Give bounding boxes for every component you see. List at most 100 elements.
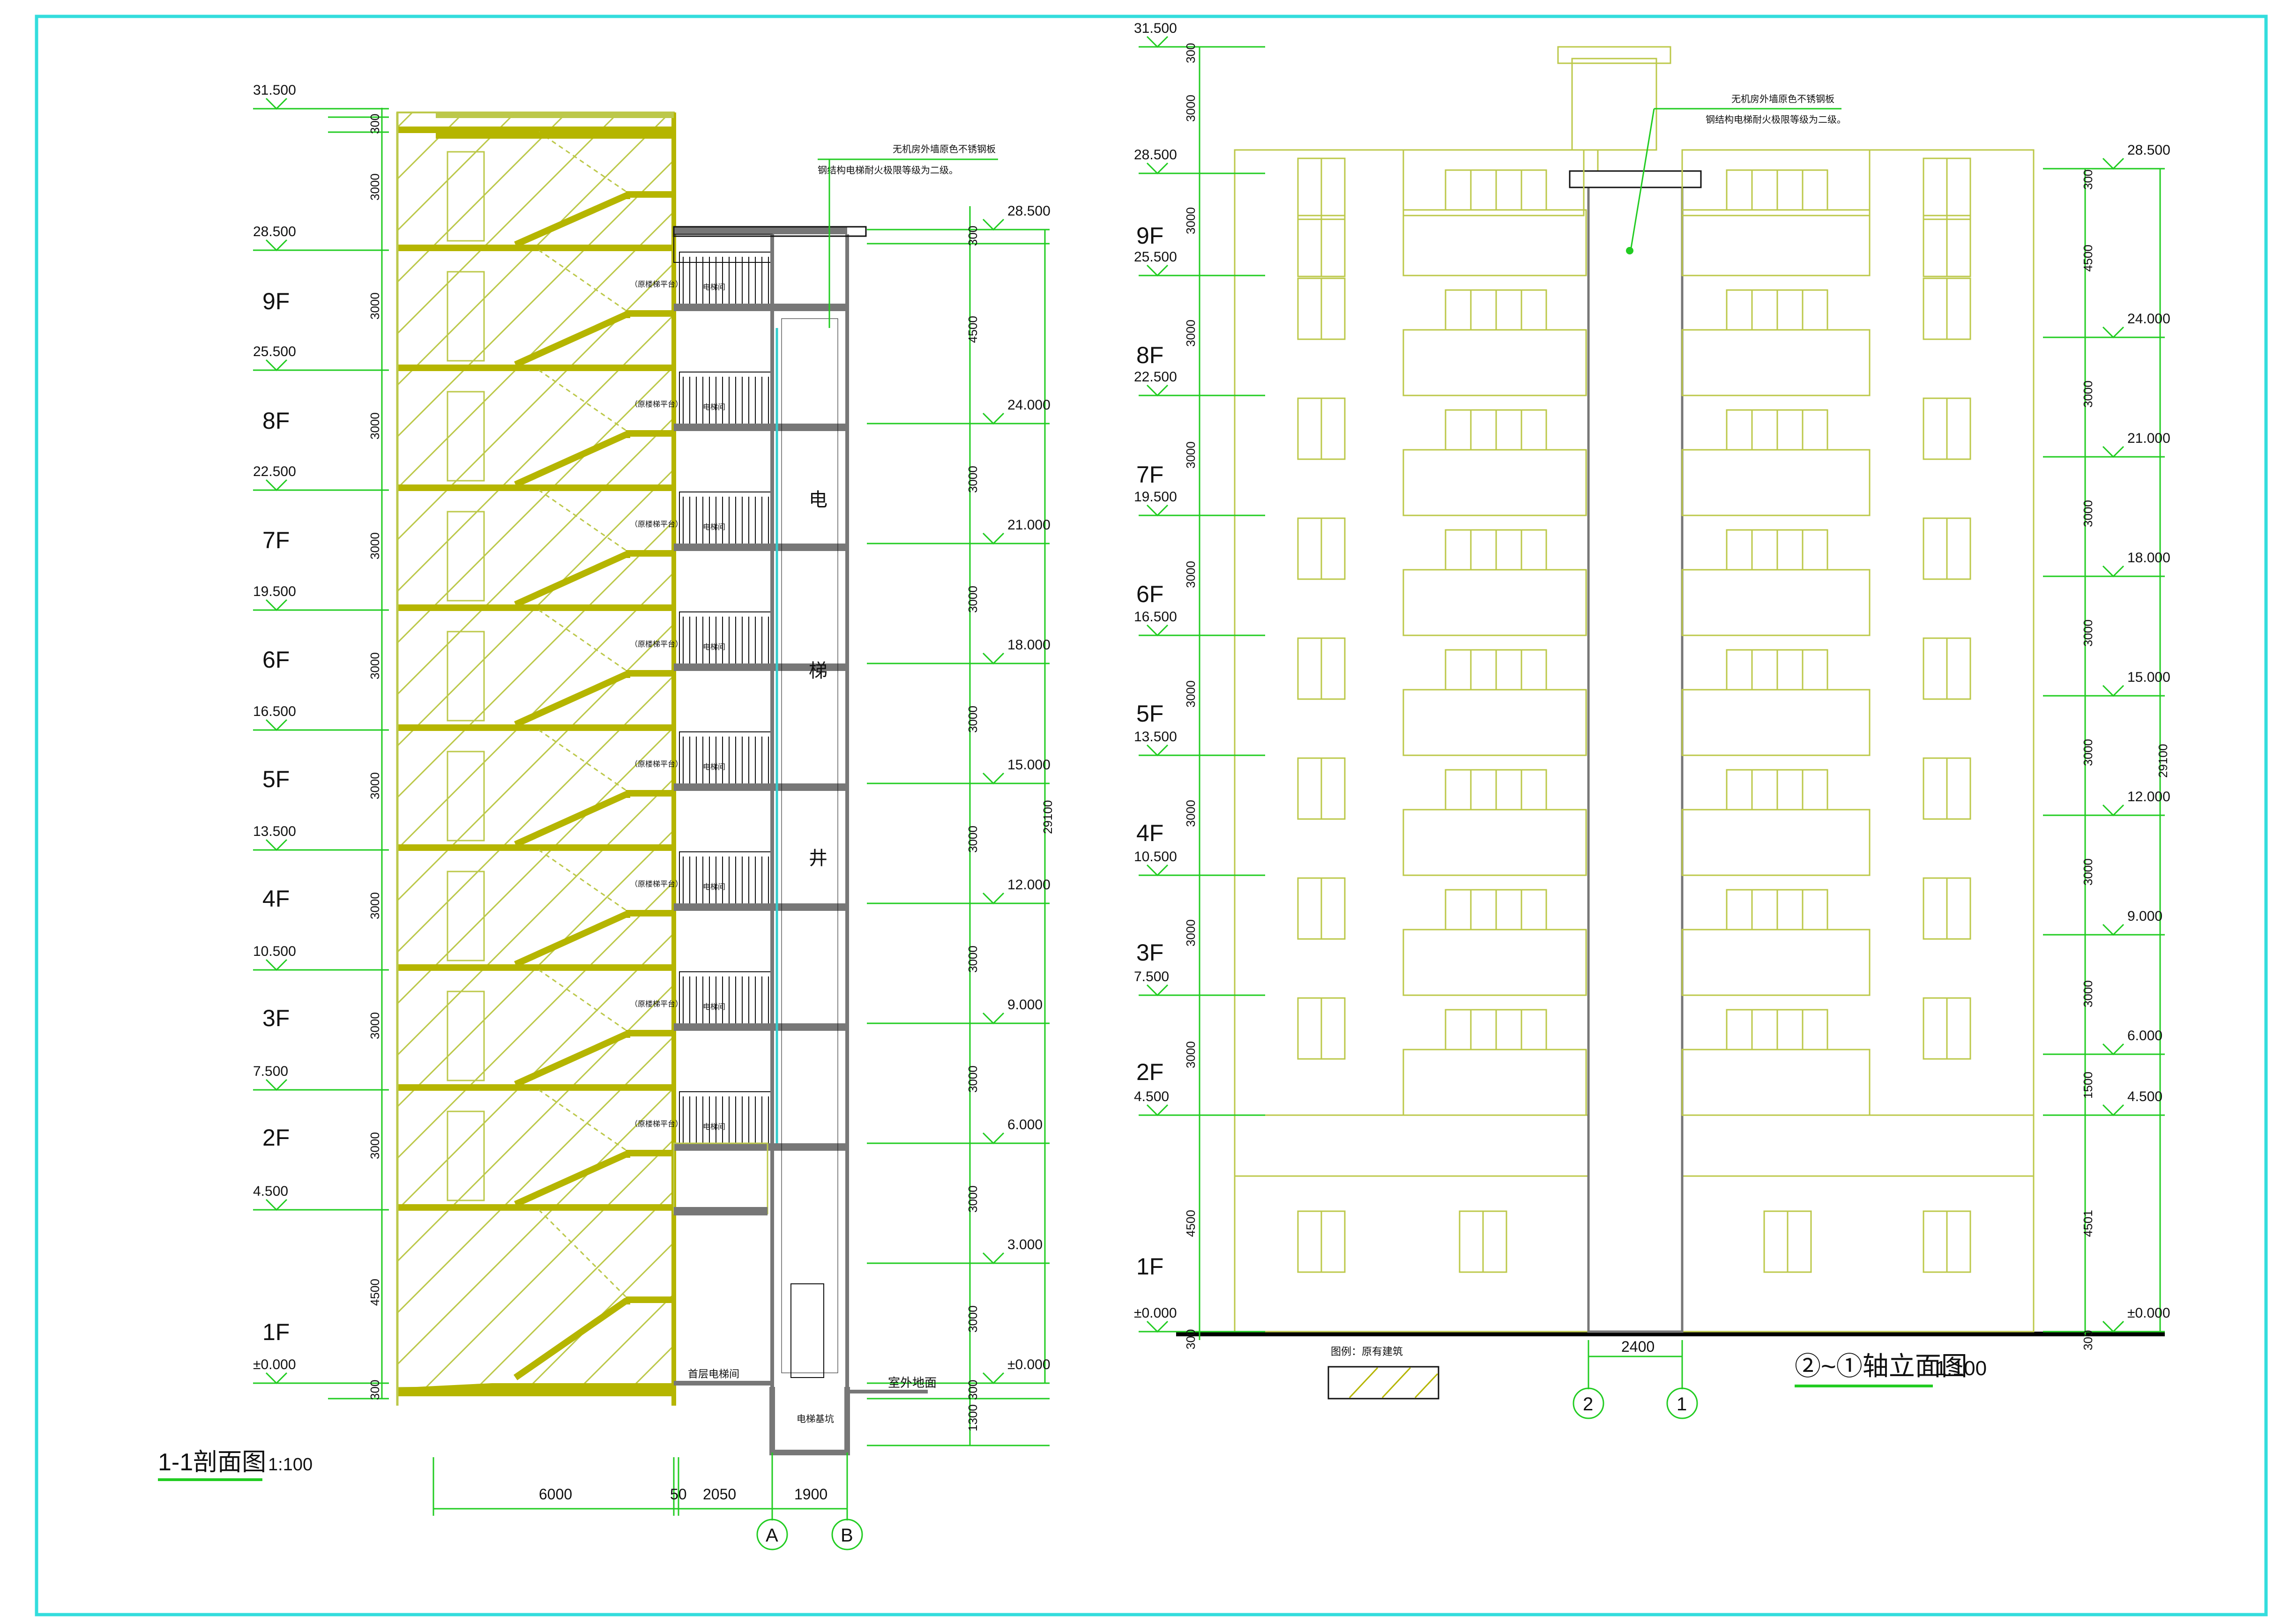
left-elevation-mark-symbol xyxy=(1146,864,1169,877)
right-dim-value: 4501 xyxy=(2081,1210,2095,1237)
upper-flight xyxy=(538,249,626,311)
left-elevation-mark-symbol xyxy=(1146,1104,1169,1117)
left-dim-value: 3000 xyxy=(368,292,382,320)
hatch-line xyxy=(397,262,674,541)
stair-flight xyxy=(514,432,630,488)
left-elevation-mark: 10.500 xyxy=(1134,849,1177,864)
shaft-floor-slab xyxy=(674,424,847,431)
right-elevation-mark-symbol xyxy=(982,412,1005,425)
mid-landing xyxy=(626,1030,675,1036)
left-elevation-mark: 31.500 xyxy=(1134,21,1177,36)
landing-slab xyxy=(506,604,675,611)
right-dim-value: 3000 xyxy=(966,1305,980,1333)
left-elevation-mark-symbol xyxy=(265,1372,288,1385)
right-elevation-mark: 6.000 xyxy=(1007,1117,1043,1132)
legend-label: 图例：原有建筑 xyxy=(1331,1346,1403,1357)
elevation-note-line2: 钢结构电梯耐火极限等级为二级。 xyxy=(1706,114,1846,125)
shaft-top-slab xyxy=(674,227,847,234)
elevator-car xyxy=(790,1283,824,1378)
floor-label: 1F xyxy=(1136,1253,1163,1280)
landing-slab xyxy=(506,245,675,251)
right-elevation-mark-symbol xyxy=(2102,804,2125,817)
mid-landing xyxy=(626,191,675,198)
left-dim-value: 3000 xyxy=(368,412,382,440)
right-dim-value: 3000 xyxy=(966,946,980,973)
hatch-line xyxy=(397,468,674,747)
landing-slab xyxy=(506,724,675,731)
lobby-railing xyxy=(679,971,774,1025)
section-title: 1-1剖面图 xyxy=(158,1449,266,1476)
left-elevation-mark-symbol xyxy=(265,359,288,372)
landing-slab xyxy=(506,365,675,371)
balcony-left xyxy=(1402,569,1587,636)
right-elevation-mark: ±0.000 xyxy=(1007,1357,1051,1372)
shaft-floor-slab xyxy=(674,783,847,791)
right-elevation-mark: 6.000 xyxy=(2127,1028,2162,1043)
left-elevation-mark-symbol xyxy=(265,479,288,492)
left-elevation-mark: 7.500 xyxy=(1134,969,1169,984)
left-elevation-mark: 16.500 xyxy=(253,704,296,719)
right-wing xyxy=(1681,149,2035,1333)
stair-flight xyxy=(514,1151,630,1207)
right-dim-value: 3000 xyxy=(966,706,980,733)
right-elevation-mark: 18.000 xyxy=(2127,550,2170,566)
hatch-line xyxy=(397,880,674,1160)
right-dim-value: 3000 xyxy=(966,586,980,613)
right-elevation-mark: 24.000 xyxy=(1007,397,1051,413)
right-elevation-mark-symbol xyxy=(2102,446,2125,458)
right-dim-value: 3000 xyxy=(966,1185,980,1213)
bottom-dim-value: 6000 xyxy=(539,1486,572,1503)
right-elevation-mark: 15.000 xyxy=(2127,670,2170,685)
section-right-dimensions: ±0.0003.0006.0009.00012.00015.00018.0002… xyxy=(867,203,1055,1446)
left-dim-value: 3000 xyxy=(368,772,382,799)
door xyxy=(447,151,485,242)
mid-landing xyxy=(626,430,675,437)
lobby-label: 电梯间 xyxy=(703,883,725,891)
right-elevation-mark-symbol xyxy=(2102,157,2125,170)
right-dim-value: 300 xyxy=(2081,1330,2095,1350)
balcony-right xyxy=(1681,449,1871,516)
lobby-railing xyxy=(679,731,774,785)
floor-label: 5F xyxy=(1136,700,1163,727)
floor-label: 6F xyxy=(1136,581,1163,607)
pit-label: 电梯基坑 xyxy=(797,1414,834,1424)
landing-slab xyxy=(506,844,675,851)
lobby-railing xyxy=(679,492,774,545)
axis-bubble xyxy=(1666,1387,1698,1419)
axis-label: B xyxy=(841,1525,853,1546)
mid-landing xyxy=(626,910,675,916)
right-dim-value: 3000 xyxy=(966,826,980,853)
landing-label: （原楼梯平台） xyxy=(630,1120,683,1128)
floor-label: 8F xyxy=(1136,342,1163,368)
lobby-railing xyxy=(679,611,774,665)
lobby-label: 电梯间 xyxy=(703,763,725,771)
landing-label: （原楼梯平台） xyxy=(630,280,683,289)
floor-label: 9F xyxy=(1136,223,1163,249)
ground-lobby-label: 首层电梯间 xyxy=(688,1368,739,1380)
right-elevation-mark-symbol xyxy=(982,532,1005,545)
lobby-label: 电梯间 xyxy=(703,1123,725,1131)
right-dim-value: 3000 xyxy=(2081,500,2095,527)
floor-label: 3F xyxy=(1136,939,1163,966)
upper-flight xyxy=(538,489,626,551)
floor-label: 8F xyxy=(262,408,290,434)
stair-flight xyxy=(514,1031,630,1088)
landing-label: （原楼梯平台） xyxy=(630,880,683,888)
left-dim-value: 3000 xyxy=(1184,95,1198,122)
door xyxy=(447,751,485,842)
left-dim-value: 300 xyxy=(1184,1329,1198,1349)
left-elevation-mark-symbol xyxy=(1146,162,1169,175)
balcony-left xyxy=(1402,809,1587,876)
hatch-line xyxy=(397,112,568,283)
floor-label: 7F xyxy=(1136,462,1163,488)
left-elevation-mark-symbol xyxy=(265,839,288,851)
left-elevation-mark-symbol xyxy=(1146,264,1169,277)
balcony-left xyxy=(1402,449,1587,516)
mid-landing xyxy=(626,670,675,677)
left-dim-value: 3000 xyxy=(368,1012,382,1039)
axis-bubble xyxy=(756,1519,788,1550)
left-elevation-mark-symbol xyxy=(1146,36,1169,48)
elevation-scale: 1:100 xyxy=(1935,1357,1987,1380)
bottom-dim-value: 2050 xyxy=(703,1486,736,1503)
right-elevation-mark: 28.500 xyxy=(2127,142,2170,158)
